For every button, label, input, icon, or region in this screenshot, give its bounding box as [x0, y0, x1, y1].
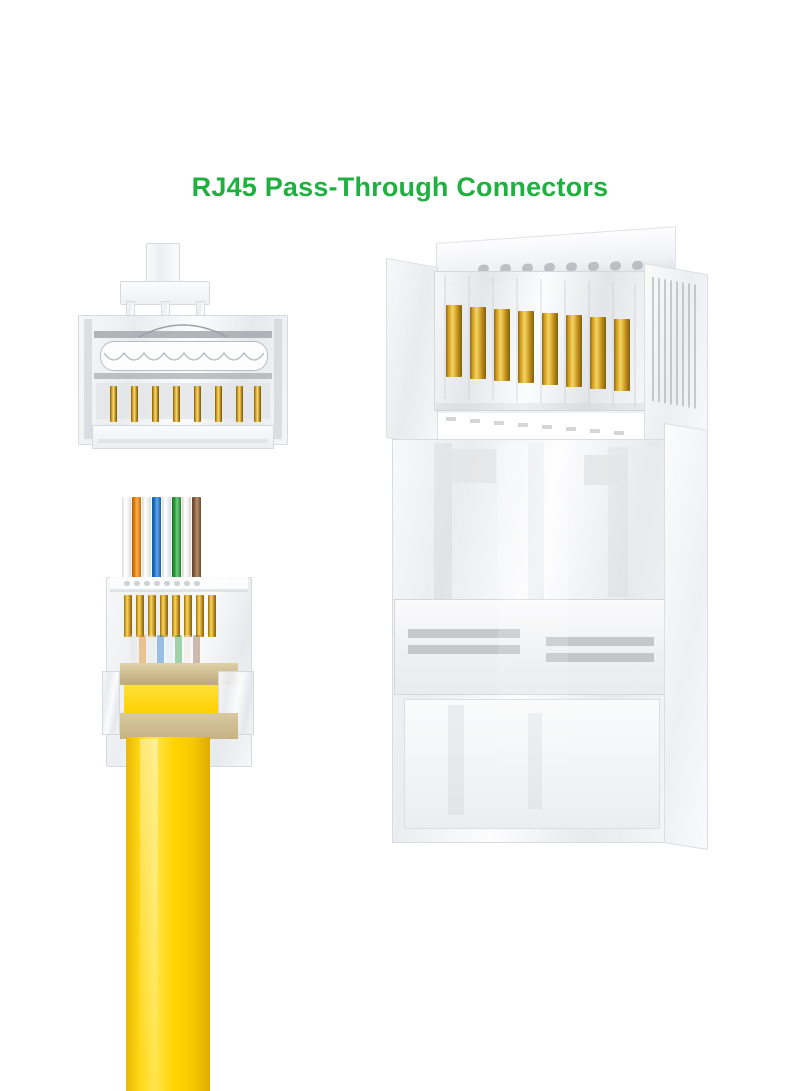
- contact-pin: [152, 386, 159, 422]
- cable-entry-shadow: [448, 705, 464, 815]
- wire-white-blue: [162, 497, 171, 587]
- body-internal-wall-mid: [528, 443, 544, 613]
- housing-top-slot: [94, 331, 272, 338]
- pass-through-hole: [588, 261, 599, 272]
- housing-left-bevel: [386, 257, 438, 447]
- divider-rib: [540, 279, 542, 403]
- divider-rib: [634, 283, 636, 407]
- wire-white-brown: [182, 497, 191, 587]
- housing-foot-shadow: [98, 439, 268, 443]
- housing-rail-left: [84, 319, 92, 439]
- contact-pin: [236, 386, 243, 422]
- contact-divider-ribs: [438, 273, 642, 409]
- divider-rib: [588, 281, 590, 405]
- contact-pin: [110, 386, 117, 422]
- body-window-left: [452, 449, 496, 483]
- contact-pin: [518, 311, 534, 383]
- contact-pin: [470, 307, 486, 379]
- clamp-slot: [408, 645, 520, 654]
- pass-through-hole: [194, 581, 200, 586]
- contact-tail: [590, 429, 600, 433]
- strain-relief-arc-icon: [138, 324, 228, 338]
- ethernet-cable-jacket: [126, 737, 210, 1091]
- contact-tail: [566, 427, 576, 431]
- contact-pin: [131, 386, 138, 422]
- housing-mid-bar: [94, 373, 272, 379]
- connector-front-view: [78, 243, 288, 453]
- wire-blue: [152, 497, 161, 587]
- pass-through-hole: [610, 261, 621, 271]
- pass-through-hole: [144, 581, 150, 586]
- wire-white-green: [142, 497, 151, 587]
- contact-pin: [215, 386, 222, 422]
- pass-through-hole: [164, 581, 170, 586]
- contact-pin: [566, 315, 582, 387]
- contact-tail: [446, 417, 456, 421]
- housing-foot: [92, 425, 274, 449]
- contact-cavity: [434, 271, 646, 411]
- divider-rib: [468, 276, 470, 400]
- contact-tail: [542, 425, 552, 429]
- connector-with-cable-view: [100, 495, 290, 1091]
- contact-pin: [614, 319, 630, 391]
- body-window-right: [584, 455, 624, 485]
- divider-rib: [492, 277, 494, 401]
- cable-window: [124, 685, 220, 713]
- wire-brown: [192, 497, 201, 587]
- strain-relief-bar: [120, 663, 238, 685]
- contact-pin: [446, 305, 462, 377]
- contact-tail: [494, 421, 504, 425]
- pass-through-hole: [124, 581, 130, 586]
- wire-orange: [132, 497, 141, 587]
- housing-right-ribs: [652, 277, 696, 409]
- divider-rib: [612, 282, 614, 406]
- wire-channel-scallops-icon: [103, 351, 264, 361]
- contact-pin: [542, 313, 558, 385]
- cable-crimp: [120, 713, 238, 739]
- housing-top-edge: [110, 589, 248, 592]
- contact-pin: [208, 595, 216, 637]
- contact-pin: [124, 595, 132, 637]
- contact-pin: [136, 595, 144, 637]
- cavity-floor: [436, 403, 644, 413]
- contact-pin: [173, 386, 180, 422]
- contact-block: [96, 383, 270, 419]
- contact-pin: [590, 317, 606, 389]
- divider-rib: [516, 278, 518, 402]
- cable-entry-mouth: [404, 699, 660, 829]
- cavity-floor-tabs: [440, 411, 644, 441]
- contact-pin: [494, 309, 510, 381]
- divider-rib: [564, 280, 566, 404]
- wire-channel: [100, 341, 268, 371]
- contact-tail: [470, 419, 480, 423]
- pass-through-hole: [184, 581, 190, 586]
- wire-white-orange: [122, 497, 131, 587]
- divider-rib: [444, 275, 446, 399]
- contact-tail: [614, 431, 624, 435]
- clamp-slot: [546, 653, 654, 662]
- contact-pin: [172, 595, 180, 637]
- contact-pin: [194, 386, 201, 422]
- contact-pin: [148, 595, 156, 637]
- housing-corner-post: [664, 423, 708, 850]
- wire-green: [172, 497, 181, 587]
- clamp-slot: [546, 637, 654, 646]
- cable-entry-shadow: [528, 713, 542, 809]
- pass-through-hole: [134, 581, 140, 586]
- body-internal-wall-left: [434, 443, 452, 633]
- contact-pin: [254, 386, 261, 422]
- contact-pin: [196, 595, 204, 637]
- contact-tail: [518, 423, 528, 427]
- pass-through-hole: [154, 581, 160, 586]
- page-title: RJ45 Pass-Through Connectors: [191, 172, 609, 202]
- clamp-slot: [408, 629, 520, 638]
- contact-pin: [184, 595, 192, 637]
- housing-rail-right: [274, 319, 282, 439]
- latch-wing-left: [102, 671, 120, 735]
- pass-through-hole: [632, 260, 643, 271]
- connector-detail-view: [378, 226, 716, 850]
- pass-through-hole: [174, 581, 180, 586]
- contact-pin: [160, 595, 168, 637]
